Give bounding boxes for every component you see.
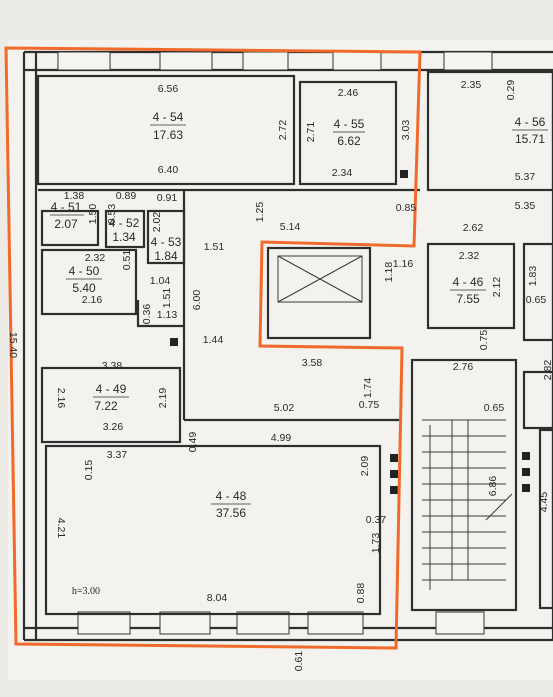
dimension-label: 6.00 <box>191 290 203 311</box>
dimension-label: 0.51 <box>121 250 133 271</box>
room-area: 1.84 <box>154 249 178 263</box>
dimension-label: 15.40 <box>7 332 19 358</box>
dimension-label: 6.86 <box>487 476 499 497</box>
ceiling-height-note: h=3.00 <box>72 586 100 597</box>
room-area: 2.07 <box>54 217 78 231</box>
room-area: 7.22 <box>94 399 118 413</box>
dimension-label: 1.51 <box>204 241 225 253</box>
dimension-label: 2.46 <box>338 87 359 99</box>
dimension-label: 1.44 <box>203 334 224 346</box>
dimension-label: 4.45 <box>538 492 550 513</box>
dimension-label: 0.36 <box>141 304 153 325</box>
dimension-label: 2.62 <box>463 222 484 234</box>
dimension-label: 2.16 <box>55 388 67 409</box>
dimension-label: 0.15 <box>83 460 95 481</box>
dimension-label: 0.65 <box>526 294 547 306</box>
room-area: 7.55 <box>456 292 480 306</box>
dimension-label: 2.71 <box>305 122 317 143</box>
dimension-label: 3.26 <box>103 421 124 433</box>
dimension-label: 2.82 <box>542 360 553 381</box>
dimension-label: 0.53 <box>106 204 118 225</box>
dimension-label: 2.32 <box>459 250 480 262</box>
room-labels: 4 - 54 17.63 4 - 55 6.62 4 - 56 15.71 4 … <box>50 110 548 520</box>
dimension-label: 0.75 <box>359 399 380 411</box>
dimension-label: 3.38 <box>102 360 123 372</box>
dimension-label: 2.35 <box>461 79 482 91</box>
dimension-label: 2.09 <box>359 456 371 477</box>
room-id: 4 - 48 <box>216 489 247 503</box>
room-id: 4 - 51 <box>51 200 82 214</box>
interior-walls <box>36 70 553 616</box>
dimension-label: 2.72 <box>277 120 289 141</box>
highlighted-area-outline <box>4 46 422 650</box>
dimension-label: 1.04 <box>150 275 171 287</box>
dimension-label: 3.37 <box>107 449 128 461</box>
room-area: 17.63 <box>153 128 183 142</box>
room-id: 4 - 50 <box>69 264 100 278</box>
dimension-label: 2.16 <box>82 294 103 306</box>
room-id: 4 - 54 <box>153 110 184 124</box>
dimension-label: 0.29 <box>505 80 517 101</box>
dimension-label: 0.88 <box>355 583 367 604</box>
room-id: 4 - 56 <box>515 115 546 129</box>
dimension-label: 6.40 <box>158 164 179 176</box>
dimension-label: 5.35 <box>515 200 536 212</box>
dimension-label: 2.19 <box>157 388 169 409</box>
dimension-label: 3.58 <box>302 357 323 369</box>
dimension-label: 2.34 <box>332 167 353 179</box>
dimension-label: 0.61 <box>293 651 305 672</box>
dimension-label: 6.56 <box>158 83 179 95</box>
marker-icons <box>170 170 530 494</box>
dimension-label: 1.51 <box>161 288 173 309</box>
dimension-label: 2.32 <box>85 252 106 264</box>
dimension-label: 5.14 <box>280 221 301 233</box>
dimension-labels: 6.56 6.40 2.72 2.46 2.71 2.34 3.03 2.35 … <box>7 79 553 671</box>
dimension-label: 4.21 <box>55 518 67 539</box>
dimension-label: 1.38 <box>64 190 85 202</box>
room-id: 4 - 46 <box>453 275 484 289</box>
dimension-label: 0.91 <box>157 192 178 204</box>
dimension-label: 1.73 <box>370 533 382 554</box>
dimension-label: 8.04 <box>207 592 228 604</box>
dimension-label: 4.99 <box>271 432 292 444</box>
room-area: 15.71 <box>515 132 545 146</box>
dimension-label: 1.74 <box>362 378 374 399</box>
dimension-label: 1.18 <box>383 262 395 283</box>
dimension-label: 0.49 <box>187 432 199 453</box>
dimension-label: 1.16 <box>393 258 414 270</box>
dimension-label: 5.02 <box>274 402 295 414</box>
dimension-label: 1.83 <box>527 266 539 287</box>
room-area: 37.56 <box>216 506 246 520</box>
room-id: 4 - 53 <box>151 235 182 249</box>
dimension-label: 1.25 <box>254 202 266 223</box>
dimension-label: 0.85 <box>396 202 417 214</box>
dimension-label: 1.50 <box>87 204 99 225</box>
room-area: 1.34 <box>112 230 136 244</box>
room-area: 5.40 <box>72 281 96 295</box>
dimension-label: 1.13 <box>157 309 178 321</box>
windows-bottom <box>77 611 485 635</box>
dimension-label: 0.89 <box>116 190 137 202</box>
dimension-label: 2.76 <box>453 361 474 373</box>
dimension-label: 5.37 <box>515 171 536 183</box>
dimension-label: 2.12 <box>491 277 503 298</box>
dimension-label: 0.65 <box>484 402 505 414</box>
dimension-label: 0.37 <box>366 514 387 526</box>
dimension-label: 2.02 <box>151 212 163 233</box>
room-id: 4 - 49 <box>96 382 127 396</box>
room-id: 4 - 52 <box>109 216 140 230</box>
room-area: 6.62 <box>337 134 361 148</box>
windows-top <box>57 51 493 71</box>
dimension-label: 3.03 <box>400 120 412 141</box>
room-id: 4 - 55 <box>334 117 365 131</box>
dimension-label: 0.75 <box>478 330 490 351</box>
